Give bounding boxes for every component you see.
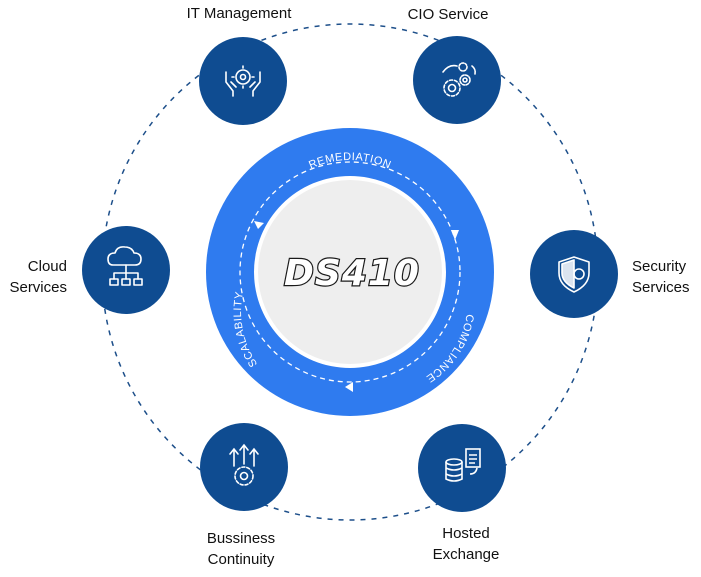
cycle-arrow-left [254,221,264,229]
label-business-continuity: Bussiness Continuity [206,530,276,568]
label-hosted-exchange: Hosted Exchange [432,525,500,563]
center-disc [258,180,442,364]
label-cio-service: CIO Service [407,6,489,23]
database-documents-icon [445,448,481,482]
node-hosted-exchange[interactable] [418,424,506,512]
label-it-management: IT Management [186,5,292,22]
node-business-continuity[interactable] [200,423,288,511]
cycle-dashes [239,161,461,383]
node-cloud-services[interactable] [82,226,170,314]
node-security-services[interactable] [530,230,618,318]
node-it-management[interactable] [199,37,287,125]
node-cio-service[interactable] [413,36,501,124]
cycle-arrow-bottom [345,382,353,392]
gears-icon [442,62,476,97]
gear-arrows-up-icon [229,443,259,486]
cycle-arrow-right [451,230,459,240]
label-security-services: Security Services [632,258,690,296]
label-cloud-services: Cloud Services [9,258,67,296]
center-logo: DS410 [284,253,420,294]
shield-gear-icon [558,256,590,293]
hands-gear-icon [225,65,261,97]
cloud-network-icon [107,246,143,286]
